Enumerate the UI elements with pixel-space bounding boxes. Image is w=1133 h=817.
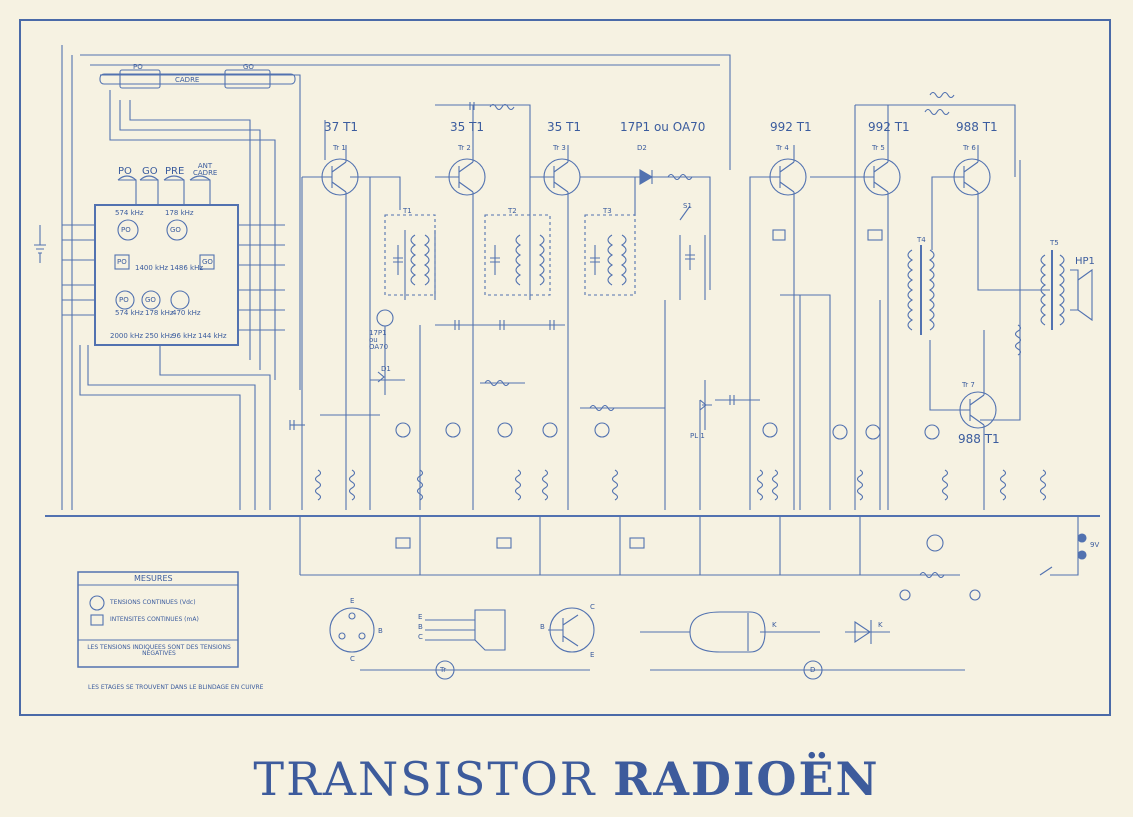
ferrite-go-label: GO xyxy=(243,63,254,71)
d2-type-label: 17P1 ou OA70 xyxy=(620,120,706,134)
freq-bottom-3: 470 kHz xyxy=(172,309,201,317)
freq-last-4: 144 kHz xyxy=(198,332,227,340)
s1-label: S1 xyxy=(683,202,692,210)
coil-po-2: PO xyxy=(117,258,127,266)
t3-label: T3 xyxy=(603,207,612,215)
tr7-type-label: 988 T1 xyxy=(958,432,1000,446)
pin-c-label: C xyxy=(350,655,355,663)
schematic-frame xyxy=(19,19,1111,716)
legend-row-current: INTENSITES CONTINUES (mA) xyxy=(110,616,199,623)
tr5-ref-label: Tr 5 xyxy=(872,144,885,152)
waveband-switch-block xyxy=(94,204,239,346)
side-pin-c: C xyxy=(418,633,423,641)
sym-pin-e: E xyxy=(590,651,595,659)
title-bold: RADIOËN xyxy=(613,752,880,806)
sym-pin-b: B xyxy=(540,623,545,631)
freq-bottom-1: 574 kHz xyxy=(115,309,144,317)
d1-ref-label: D1 xyxy=(381,365,391,373)
switch-tab-go: GO xyxy=(142,166,158,177)
diode-body xyxy=(689,611,766,653)
sym-pin-c: C xyxy=(590,603,595,611)
diode-k2-label: K xyxy=(878,621,883,629)
pl1-potentiometer xyxy=(699,380,712,430)
side-pin-e: E xyxy=(418,613,423,621)
ferrite-rod xyxy=(99,73,296,85)
legend-note: LES TENSIONS INDIQUEES SONT DES TENSIONS… xyxy=(87,644,231,657)
coil-po-3: PO xyxy=(119,296,129,304)
tr2-type-label: 35 T1 xyxy=(450,120,485,134)
t4-label: T4 xyxy=(917,236,926,244)
tr3-ref-label: Tr 3 xyxy=(553,144,566,152)
freq-top-1: 574 kHz xyxy=(115,209,144,217)
freq-last-3: 96 kHz xyxy=(172,332,197,340)
tr1-type-label: 37 T1 xyxy=(324,120,359,134)
freq-bottom-2: 178 kHz xyxy=(145,309,174,317)
tr4-ref-label: Tr 4 xyxy=(776,144,789,152)
side-pin-b: B xyxy=(418,623,423,631)
d2-ref-label: D2 xyxy=(637,144,647,152)
t5-label: T5 xyxy=(1050,239,1059,247)
t2-label: T2 xyxy=(508,207,517,215)
t2-transformer xyxy=(484,214,551,296)
freq-last-2: 250 kHz xyxy=(145,332,174,340)
hp1-label: HP1 xyxy=(1075,256,1095,267)
legend-title: MESURES xyxy=(134,574,173,583)
tr6-ref-label: Tr 6 xyxy=(963,144,976,152)
battery-label: 9V xyxy=(1090,541,1100,549)
diode-k-label: K xyxy=(772,621,777,629)
t1-label: T1 xyxy=(403,207,412,215)
footer-note: LES ETAGES SE TROUVENT DANS LE BLINDAGE … xyxy=(88,684,264,691)
legend-box xyxy=(77,571,239,668)
speaker-symbol xyxy=(1077,268,1093,322)
switch-tab-po: PO xyxy=(118,166,132,177)
tr6-type-label: 988 T1 xyxy=(956,120,998,134)
pl1-label: PL 1 xyxy=(690,432,705,440)
d2-diode xyxy=(639,169,654,185)
d-circle-label: D xyxy=(810,666,816,674)
tr4-type-label: 992 T1 xyxy=(770,120,812,134)
coil-go-1: GO xyxy=(170,226,181,234)
tr7-ref-label: Tr 7 xyxy=(962,381,975,389)
legend-row-voltage: TENSIONS CONTINUES (Vdc) xyxy=(110,599,196,606)
title-light: TRANSISTOR xyxy=(253,752,597,806)
diode-symbol xyxy=(845,620,890,644)
coil-po-1: PO xyxy=(121,226,131,234)
page-title: TRANSISTOR RADIOËN xyxy=(0,752,1133,806)
t5-transformer xyxy=(1040,254,1047,326)
tr5-type-label: 992 T1 xyxy=(868,120,910,134)
switch-tab-ant: ANT CADRE xyxy=(193,162,218,177)
t4-transformer xyxy=(907,249,914,331)
freq-osc-1: 1400 kHz xyxy=(135,264,169,272)
d1-type-label: 17P1 ou OA70 xyxy=(369,329,389,351)
ferrite-po-label: PO xyxy=(133,63,143,71)
tr-side-view xyxy=(425,619,475,641)
switch-tab-pre: PRE xyxy=(165,166,185,177)
tr1-ref-label: Tr 1 xyxy=(333,144,346,152)
tr2-ref-label: Tr 2 xyxy=(458,144,471,152)
coil-go-3: GO xyxy=(145,296,156,304)
freq-last-1: 2000 kHz xyxy=(110,332,144,340)
freq-osc-2: 1486 kHz xyxy=(170,264,204,272)
tr3-type-label: 35 T1 xyxy=(547,120,582,134)
coil-go-2: GO xyxy=(202,258,213,266)
tr-circle-label: Tr xyxy=(440,666,447,674)
freq-top-2: 178 kHz xyxy=(165,209,194,217)
pin-e-label: E xyxy=(350,597,355,605)
ferrite-cadre-label: CADRE xyxy=(175,76,200,84)
pin-b-label: B xyxy=(378,627,383,635)
tr-pinout-circle xyxy=(329,607,375,653)
t3-transformer xyxy=(584,214,636,296)
